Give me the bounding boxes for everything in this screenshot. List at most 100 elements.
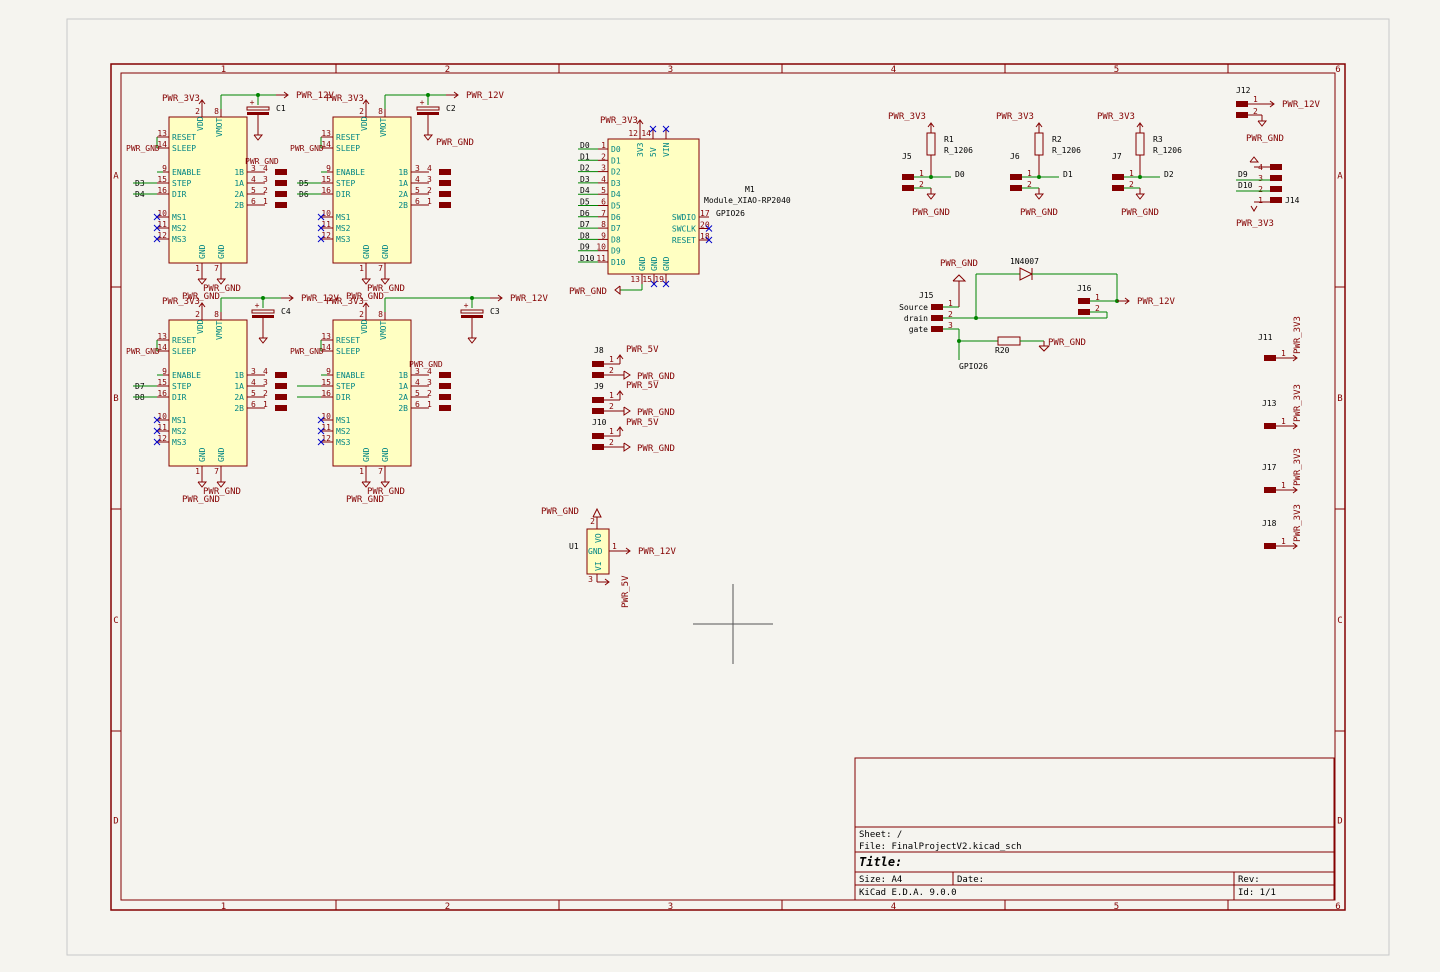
power-label: PWR_GND <box>637 444 675 454</box>
pin-number: 2 <box>609 438 614 447</box>
connector-pin <box>1010 174 1022 180</box>
connector-pin <box>1264 355 1276 361</box>
pin-number: 1 <box>427 197 432 206</box>
pin-number: 6 <box>415 400 420 409</box>
size-field: Size: A4 <box>859 875 902 885</box>
pin-number: 11 <box>321 423 331 432</box>
connector-pin <box>592 372 604 378</box>
pin-name: MS3 <box>336 438 351 447</box>
pin-number: 8 <box>214 107 219 116</box>
pin-number: 15 <box>321 378 331 387</box>
pin-number: 4 <box>251 175 256 184</box>
connector-ref: J12 <box>1236 86 1251 95</box>
row-label: D <box>1337 817 1342 827</box>
pin-name: D10 <box>611 258 626 267</box>
pin-name: D2 <box>611 168 621 177</box>
pin-number: 11 <box>157 423 167 432</box>
pin-number: 13 <box>321 332 331 341</box>
pin-name: ENABLE <box>336 371 365 380</box>
connector-pin <box>902 185 914 191</box>
power-label: PWR_GND <box>367 284 405 294</box>
net-label: D2 <box>580 164 590 173</box>
pin-name: RESET <box>336 336 360 345</box>
pin-name: MS1 <box>172 213 187 222</box>
pin-number: 3 <box>415 367 420 376</box>
connector-pin <box>275 405 287 411</box>
no-connect-mark <box>153 224 161 232</box>
pin-name: VMOT <box>215 118 224 137</box>
pin-number: 3 <box>263 175 268 184</box>
net-label: D1 <box>1063 170 1073 179</box>
pin-number: 3 <box>427 175 432 184</box>
pin-number: 17 <box>700 209 710 218</box>
net-label: D0 <box>580 141 590 150</box>
connector-ref: J8 <box>594 346 604 355</box>
pin-name: SLEEP <box>336 144 360 153</box>
pin-number: 5 <box>415 389 420 398</box>
connector-pin <box>439 191 451 197</box>
pin-number: 8 <box>601 220 606 229</box>
outer-border <box>110 63 1346 911</box>
connector-ref: J6 <box>1010 152 1020 161</box>
power-arrow <box>362 99 370 105</box>
connector-pin <box>592 408 604 414</box>
no-connect-mark <box>317 224 325 232</box>
column-label: 3 <box>668 65 673 75</box>
ground-symbol <box>361 278 372 285</box>
net-label: D1 <box>580 152 590 161</box>
column-label: 5 <box>1114 65 1119 75</box>
ground-symbol <box>216 481 227 488</box>
pin-number: 3 <box>251 164 256 173</box>
pin-number: 2 <box>1253 107 1258 116</box>
pin-name: STEP <box>172 382 191 391</box>
no-connect-mark <box>317 235 325 243</box>
connector-pin <box>439 383 451 389</box>
pin-number: 15 <box>157 378 167 387</box>
pin-name: DIR <box>336 393 351 402</box>
power-label: PWR_GND <box>182 292 220 302</box>
power-label: PWR_3V3 <box>996 112 1034 122</box>
pin-name: D9 <box>611 247 621 256</box>
pin-number: 15 <box>321 175 331 184</box>
pin-number: 2 <box>263 389 268 398</box>
pin-name: RESET <box>172 133 196 142</box>
pin-number: 4 <box>263 164 268 173</box>
pin-number: 5 <box>415 186 420 195</box>
pin-number: 2 <box>919 180 924 189</box>
net-label: D9 <box>580 243 590 252</box>
pin-number: 2 <box>601 152 606 161</box>
pin-number: 5 <box>251 389 256 398</box>
pin-number: 6 <box>415 197 420 206</box>
pin-number: 4 <box>427 164 432 173</box>
connector-pin <box>275 394 287 400</box>
pin-name: GND <box>198 244 207 259</box>
column-label: 1 <box>221 902 226 912</box>
power-label: PWR_GND <box>346 292 384 302</box>
power-arrow <box>1292 422 1298 430</box>
ground-symbol <box>592 507 602 518</box>
pin-number: 1 <box>1095 293 1100 302</box>
pin-name: VO <box>594 533 603 543</box>
ground-symbol <box>253 134 264 141</box>
servo-headers: PWR_3V3R1R_1206J512D0PWR_GNDPWR_3V3R2R_1… <box>888 112 1182 218</box>
pin-name: 1B <box>234 168 244 177</box>
capacitor-plate <box>251 309 275 314</box>
power-label: PWR_3V3 <box>326 297 364 307</box>
pin-name: D1 <box>611 156 621 165</box>
connector-pin <box>439 405 451 411</box>
power-label: PWR_12V <box>510 294 549 304</box>
connector-pin <box>439 202 451 208</box>
pin-number: 4 <box>263 367 268 376</box>
pin-number: 1 <box>609 355 614 364</box>
pin-number: 7 <box>378 467 383 476</box>
pin-number: 3 <box>427 378 432 387</box>
pin-number: 3 <box>263 378 268 387</box>
power-label: PWR_GND <box>126 144 160 153</box>
connector-pin <box>439 180 451 186</box>
pin-name: 5V <box>649 147 658 157</box>
title-block: Sheet: /File: FinalProjectV2.kicad_schTi… <box>854 757 1335 901</box>
pin-number: 20 <box>700 221 710 230</box>
